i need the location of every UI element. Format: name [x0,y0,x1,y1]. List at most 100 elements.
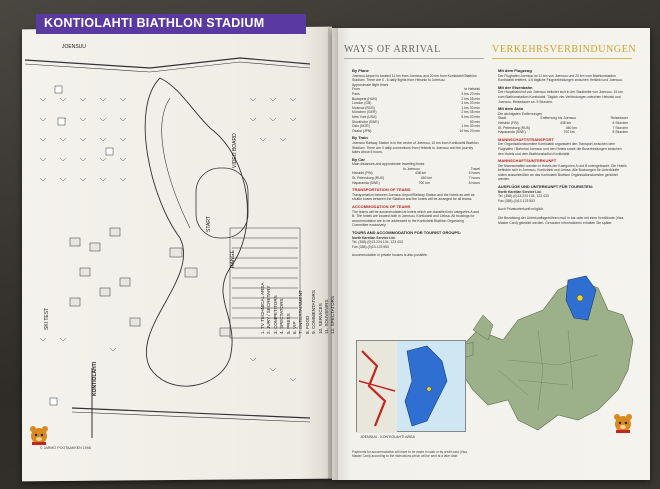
table-cell: 1 hrs 30 min [461,124,480,129]
section-heading: TRANSPORTATION OF TEAMS [352,187,411,193]
table-row: Moscow (RUS)1 hrs 30 min [352,106,480,111]
section-heading: By Plane [352,68,369,73]
section-text: Die wichtigsten Entfernungen [498,111,543,116]
table-row: London (GB) 3 hrs 00 min [352,101,480,106]
table-row: New York (USA) 8 hrs 30 min [352,115,480,120]
map-label-range: RANGE [230,250,236,268]
table-cell: 8 hours [468,180,480,185]
section-text: Main distances and approximate travellin… [352,162,425,167]
table-cell: Oslo (NOR) [352,124,370,129]
table-cell: Osaka (JPN) [352,128,372,133]
section-heading: AUSFLÜGE UND UNTERKUNFT FÜR TOURISTEN: [498,184,594,190]
table-cell: to Helsinki [464,87,480,92]
section-heading: By Car [352,156,365,162]
contact-company: North Karelian Service Ltd. [498,189,542,194]
table-cell: 6 Stunden [612,120,628,125]
title-rule [36,32,306,34]
english-column: By Plane Joensuu Airport is located 11 k… [352,66,480,258]
table-cell: New York (USA) [352,114,377,119]
mascot-bear-icon [614,414,632,433]
table-cell: London (GB) [352,101,372,106]
stadium-map [24,57,310,438]
table-cell: to Joensuu [403,166,420,171]
contact-fax: Fax (358)-(0)13-123 553 [498,198,535,203]
contact-phone: Tel. (358)-(0)13-224 134, 123 433 [498,194,549,199]
table-cell: Haparanda (SWE) [498,130,526,135]
table-row: Oslo (NOR) 1 hrs 30 min [352,124,480,129]
table-row: From to Helsinki [352,87,480,92]
table-row: Haparanda (SWE) 700 km 8 Stunden [498,130,628,135]
section-heading: MANNSCHAFTSTRANSPORT [498,136,554,142]
table-cell: Haparanda (SWE) [352,180,380,185]
table-cell: 7 Stunden [612,125,628,130]
payment-note: Payments for accommodation will have to … [352,450,468,459]
title-rule [344,58,484,59]
title-rule [492,58,632,59]
section-text: Joensuu Railway Station is in the centre… [352,140,479,155]
map-legend: 1. TV TECHNICAL AREA 2. JURY / SECRETARY… [260,274,340,334]
europe-map [457,275,634,431]
table-cell: 438 km [415,171,427,176]
map-label-start: START [206,216,212,232]
table-cell: 438 km [559,120,572,125]
section-text: Accommodation in private houses is also … [352,253,428,258]
table-row: Haparanda (SWE) 700 km 8 hours [352,181,480,186]
map-label-kontiolahti: KONTIOLAHTI [92,361,98,396]
inset-caption: JOENSUU - KONTIOLAHTI AREA [360,435,415,439]
section-text: Die Mannschaften werden in Hotels der Ka… [498,163,627,182]
table-cell: Helsinki (FIN) [352,171,373,176]
ways-of-arrival-title: WAYS OF ARRIVAL [344,44,441,55]
section-text: Der Hauptbahnhof von Joensuu befindet si… [498,90,623,104]
section-heading: Mit dem Auto [498,106,524,112]
table-cell: Entfernung bis Joensuu [540,116,577,121]
table-cell: 3 hrs 00 min [461,101,480,106]
table-cell: 450 km [565,125,577,130]
table-cell: St. Petersburg (RUS) [498,125,531,130]
table-cell: From [352,87,360,92]
table-cell: 3 hrs 20 min [461,91,480,96]
contact-phone: Tel. (358)-(0)13-224 134, 123 433 [352,240,403,245]
section-text: Der Organisationskomitee Kontiolahti org… [498,142,622,156]
section-heading: By Train [352,135,368,141]
table-cell: Stockholm (SWE) [352,119,379,124]
table-cell: München (GER) [352,110,377,115]
finland-inset-map [357,341,448,433]
table-row: Budapest (HUN) 2 hrs 35 min [352,97,480,102]
table-cell: 700 km [563,130,575,135]
section-text: Transportation between Joensuu Airport/R… [352,192,475,202]
section-heading: ACCOMMODATION OF TEAMS [352,204,411,210]
section-text: Auch Privatunterkunft möglich. [498,207,544,212]
verkehrsverbindungen-title: VERKEHRSVERBINDUNGEN [492,44,637,55]
regional-inset-map [356,340,466,433]
section-text: Approximate flight times [352,82,389,87]
booklet-gutter [328,28,338,480]
table-cell: 50 min [469,119,480,124]
table-cell: Budapest (HUN) [352,96,377,101]
section-text: Die Bezahlung der Unterkunftsgebühren mu… [498,216,625,225]
table-row: Stockholm (SWE) 50 min [352,120,480,125]
map-label-joensuu: JOENSUU [62,44,86,50]
copyright-text: © JARMO POOTAAKKEN 1998 [40,446,91,450]
map-label-video-board: VIDEO BOARD [232,133,238,168]
table-cell: 2 hrs 35 min [461,96,480,101]
table-cell: St. Petersburg (RUS) [352,176,385,181]
table-cell: 450 km [420,176,432,181]
table-cell: 8 hrs 30 min [461,114,480,119]
contact-fax: Fax (358)-(0)13-123 553 [352,244,389,249]
table-cell: Moscow (RUS) [352,105,375,110]
map-label-ski-test: SKI TEST [44,307,50,330]
table-cell: 8 Stunden [612,130,628,135]
table-row: St. Petersburg (RUS) 450 km 7 hours [352,176,480,181]
section-heading: TOURS AND ACCOMMODATION FOR TOURIST GROU… [352,230,462,235]
table-cell: Reisedauer [610,116,628,121]
table-cell: Helsinki (FIN) [498,120,519,125]
table-cell: 700 km [418,180,430,185]
table-row: Helsinki (FIN) 438 km 6 Stunden [498,121,628,126]
german-column: Mit dem Flugzeug Der Flughafen Joensuu i… [498,66,628,225]
table-cell: 7 hours [468,176,480,181]
section-text: Joensuu Airport is located 11 km from Jo… [352,73,477,83]
